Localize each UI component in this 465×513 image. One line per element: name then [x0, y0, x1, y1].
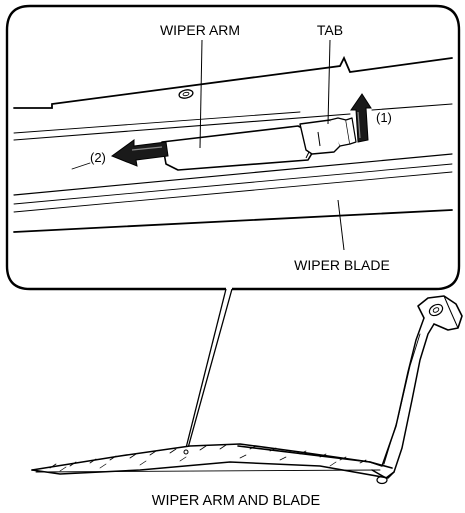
step-1-label: (1)	[376, 110, 392, 125]
wiper-arm-assembly	[31, 295, 463, 485]
callout-pointer	[185, 288, 233, 449]
callout-arm-outline	[13, 55, 453, 233]
leader-lines	[199, 39, 345, 251]
figure-caption: WIPER ARM AND BLADE	[152, 493, 321, 509]
arrow-left-icon	[110, 139, 169, 167]
wiper-adapter-clip	[161, 117, 357, 171]
label-wiper-blade: WIPER BLADE	[294, 257, 390, 273]
label-tab: TAB	[317, 22, 343, 38]
label-wiper-arm: WIPER ARM	[160, 22, 240, 38]
arrow-up-icon	[350, 93, 372, 143]
step-2-label: (2)	[90, 150, 106, 165]
